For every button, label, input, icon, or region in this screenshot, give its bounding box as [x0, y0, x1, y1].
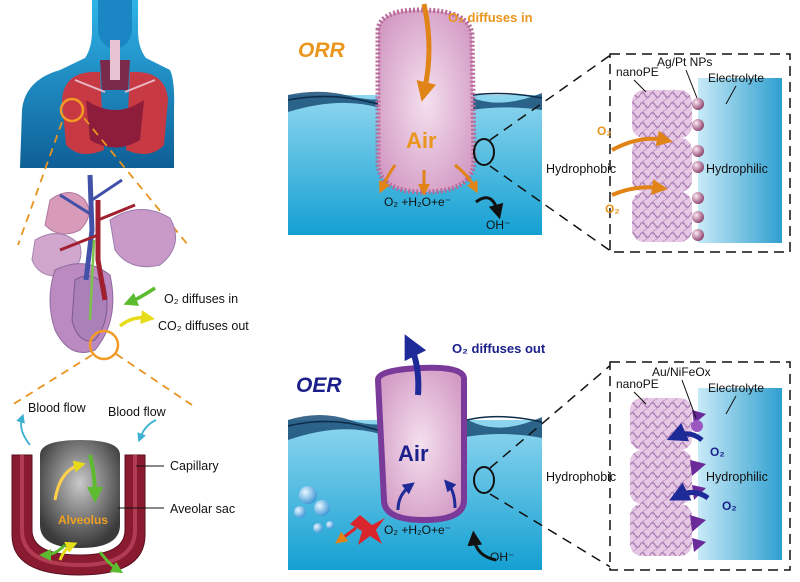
- oer-inset: [609, 361, 791, 571]
- orr-np-label: Ag/Pt NPs: [657, 55, 712, 69]
- orr-hydrophilic-label: Hydrophilic: [706, 162, 768, 176]
- orr-title: ORR: [298, 39, 346, 62]
- alveolus-label: Alveolus: [58, 513, 108, 527]
- orr-oh-label: OH⁻: [486, 218, 510, 232]
- orr-nanope-label: nanoPE: [616, 65, 659, 79]
- blood-flow-arrow-right: [137, 419, 157, 443]
- oer-title: OER: [296, 374, 342, 397]
- zoom-circle-chest: [59, 97, 85, 123]
- orr-o2-top-label: O₂: [597, 124, 612, 138]
- oer-hydrophobic-label: Hydrophobic: [546, 470, 616, 484]
- blood-flow-arrow-left: [16, 413, 31, 446]
- orr-hydrophobic-label: Hydrophobic: [546, 162, 616, 176]
- oer-o2-top-label: O₂: [710, 445, 725, 459]
- orr-electrolyte-label: Electrolyte: [708, 71, 764, 85]
- human-torso-illustration: [15, 0, 175, 168]
- o2-in-arrow-left: [123, 286, 156, 306]
- zoom-circle-alveolus: [88, 329, 120, 361]
- oer-nanope-label: nanoPE: [616, 377, 659, 391]
- capillary-label: Capillary: [170, 459, 219, 473]
- aveolar-sac-label: Aveolar sac: [170, 502, 235, 516]
- oer-o2-bottom-label: O₂: [722, 499, 737, 513]
- oer-panel: [287, 364, 543, 570]
- oer-reaction-label: O₂ +H₂O+e⁻: [384, 523, 451, 537]
- orr-o2-bottom-label: O₂: [605, 202, 620, 216]
- co2-out-arrow-left: [118, 310, 155, 328]
- blood-flow-label-left: Blood flow: [28, 401, 87, 415]
- orr-reaction-label: O₂ +H₂O+e⁻: [384, 195, 451, 209]
- orr-inset: [609, 53, 791, 253]
- capillary-alveolus-illustration: [11, 440, 146, 576]
- oer-oh-label: OH⁻: [490, 550, 514, 564]
- oer-air-label: Air: [398, 441, 429, 466]
- orr-air-label: Air: [406, 128, 437, 153]
- orr-o2-in-label: O₂ diffuses in: [448, 10, 533, 25]
- orr-zoom-ellipse: [473, 138, 495, 166]
- oer-np-label: Au/NiFeOx: [652, 365, 711, 379]
- oer-o2-out-arrow: [404, 334, 427, 396]
- blood-flow-label-right: Blood flow: [108, 405, 167, 419]
- orr-o2-in-arrow: [416, 3, 437, 102]
- left-co2-out-label: CO₂ diffuses out: [158, 319, 249, 333]
- alveoli-cluster-illustration: [31, 174, 177, 353]
- oer-o2-out-label: O₂ diffuses out: [452, 341, 546, 356]
- oer-electrolyte-label: Electrolyte: [708, 381, 764, 395]
- oer-zoom-ellipse: [473, 466, 495, 494]
- oer-hydrophilic-label: Hydrophilic: [706, 470, 768, 484]
- left-o2-in-label: O₂ diffuses in: [164, 292, 238, 306]
